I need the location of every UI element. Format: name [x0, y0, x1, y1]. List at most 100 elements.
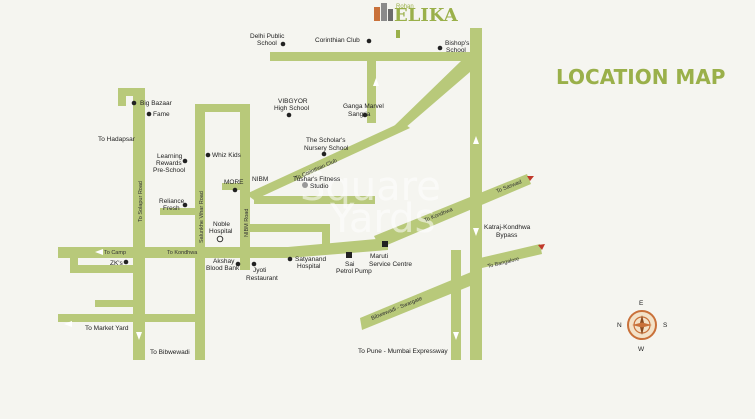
label-noble-2: Hospital — [209, 228, 233, 235]
logo: Rohan ELIKA — [374, 3, 459, 38]
label-dps-2: School — [257, 40, 277, 47]
zks-stub — [70, 258, 78, 273]
big-bazaar-stub — [118, 88, 126, 106]
landmark-dot — [205, 152, 211, 158]
kondhwa-road-mid — [288, 238, 388, 258]
red-arrow-icon — [527, 176, 534, 181]
label-more: MORE — [224, 179, 244, 186]
label-to-market-yard: To Market Yard — [85, 325, 129, 332]
pune-mumbai-road — [451, 250, 461, 360]
arrow-left-icon — [95, 249, 103, 255]
landmark-dot — [286, 112, 292, 118]
landmark-dot — [232, 187, 238, 193]
salunkhe-vihar-road — [195, 104, 205, 360]
logo-pin — [396, 30, 400, 38]
arrow-down-icon — [453, 332, 459, 340]
label-whiz-kids: Whiz Kids — [212, 152, 242, 159]
label-scholars-1: The Scholar's — [306, 137, 346, 144]
arrow-down-icon — [473, 228, 479, 236]
compass-w: W — [638, 346, 645, 353]
label-learning-2: Rewards — [156, 160, 182, 167]
bibwewadi-swargate-road — [360, 270, 480, 330]
label-noble-1: Noble — [213, 221, 230, 228]
arrow-up-icon — [473, 136, 479, 144]
landmark-dot — [366, 38, 372, 44]
petrol-pump-icon — [346, 252, 352, 258]
landmark-dot — [437, 45, 443, 51]
label-tushars-1: Tushar's Fitness — [293, 176, 341, 183]
arrow-left-icon — [64, 321, 72, 327]
compass: E N S W — [617, 300, 668, 353]
landmark-dot — [280, 41, 286, 47]
to-corinthian-road — [246, 122, 410, 200]
landmark-dot — [182, 202, 188, 208]
top-road — [270, 52, 482, 61]
camp-road — [58, 247, 288, 258]
landmark-dot — [321, 151, 327, 157]
label-jyoti-2: Restaurant — [246, 275, 278, 282]
logo-small-text: Rohan — [396, 4, 414, 10]
landmark-dot — [123, 259, 129, 265]
label-bibwewadi-swargate: Bibwewadi - Swargate — [371, 296, 424, 322]
label-dps-1: Delhi Public — [250, 33, 285, 40]
label-satyanand-2: Hospital — [297, 263, 321, 270]
label-maruti-2: Service Centre — [369, 261, 412, 268]
logo-building-icon — [374, 7, 380, 21]
road-arrows — [64, 78, 479, 340]
diag-road-upper — [392, 61, 470, 128]
label-sai-2: Petrol Pump — [336, 268, 372, 275]
label-akshay-1: Akshay — [213, 258, 235, 265]
label-solapur-road: To Solapur Road — [138, 181, 144, 222]
logo-building-icon — [381, 3, 387, 21]
label-katraj-1: Katraj-Kondhwa — [484, 224, 531, 231]
compass-e: E — [639, 300, 644, 307]
landmark-dot — [182, 158, 188, 164]
logo-building-icon — [388, 9, 393, 21]
saswad-road — [374, 174, 531, 248]
market-yard-road — [58, 314, 203, 322]
reliance-stub — [160, 208, 200, 215]
logo-name: ELIKA — [394, 5, 459, 26]
label-reliance-2: Fresh — [163, 205, 180, 212]
label-satyanand-1: Satyanand — [295, 256, 326, 263]
label-salunkhe-vihar: Salunkhe Vihar Road — [199, 191, 205, 243]
lower-stub — [95, 300, 145, 307]
label-to-camp: To Camp — [104, 250, 126, 256]
landmark-dots — [123, 38, 443, 267]
label-to-pune-mumbai: To Pune - Mumbai Expressway — [358, 348, 448, 355]
label-big-bazaar: Big Bazaar — [140, 100, 173, 107]
label-nibm: NIBM — [252, 176, 268, 183]
landmark-dot — [362, 112, 368, 118]
arrow-down-icon — [136, 332, 142, 340]
label-bishops-2: School — [446, 47, 466, 54]
arrow-up-icon — [373, 78, 379, 86]
landmark-dot — [287, 256, 293, 262]
exit-markers — [527, 176, 545, 250]
zks-road — [70, 265, 145, 273]
fitness-studio-dot — [302, 182, 308, 188]
label-nibm-road: NIBM Road — [244, 209, 250, 237]
bangalore-road — [480, 244, 542, 268]
landmark-dot — [251, 261, 257, 267]
whiz-kids-loop-right — [240, 104, 250, 124]
label-to-bibwewadi: To Bibwewadi — [150, 349, 190, 356]
label-reliance-1: Reliance — [159, 198, 185, 205]
label-learning-3: Pre-School — [153, 167, 186, 174]
watermark-line2: Yards — [329, 196, 435, 242]
label-vibgyor-2: High School — [274, 105, 310, 112]
whiz-kids-loop-top — [195, 104, 250, 112]
road-network — [58, 28, 542, 360]
landmark-dot — [146, 111, 152, 117]
label-fame: Fame — [153, 111, 170, 118]
watermark-line1: Square — [300, 164, 441, 210]
landmark-dot — [235, 261, 241, 267]
label-corinthian: Corinthian Club — [315, 37, 360, 44]
compass-s: S — [663, 322, 668, 329]
more-stub — [222, 183, 250, 190]
compass-needle-icon — [632, 322, 652, 328]
label-bishops-1: Bishop's — [445, 40, 470, 47]
label-to-hadapsar: To Hadapsar — [98, 136, 136, 143]
landmark-dot — [131, 100, 137, 106]
label-katraj-2: Bypass — [496, 232, 518, 239]
